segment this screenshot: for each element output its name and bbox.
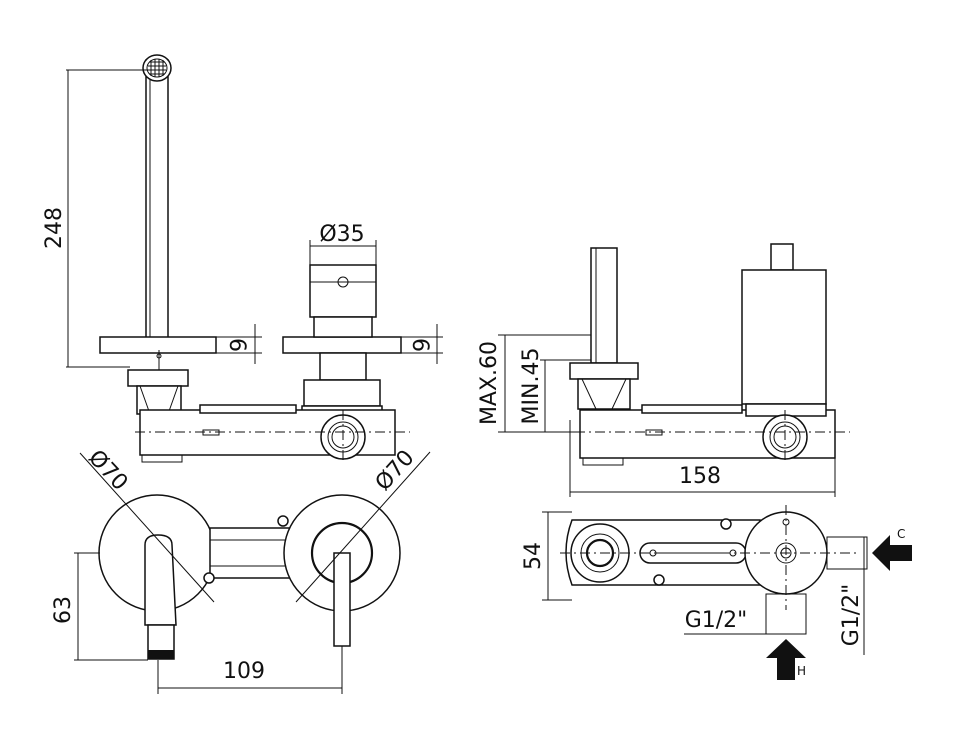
dim-54-label: 54 — [521, 542, 546, 570]
side-view: MAX.60 MIN.45 158 — [477, 243, 850, 497]
dim-g12-side: G1/2" — [839, 584, 864, 647]
side-mixer-body — [741, 269, 827, 405]
back-view: 54 G1/2" G1/2" C H — [521, 505, 912, 680]
dim-63-label: 63 — [51, 596, 76, 624]
mixer-lever — [333, 552, 351, 647]
hot-arrow — [766, 639, 806, 680]
hot-label: H — [797, 664, 806, 678]
mixer-cover-plate — [282, 336, 402, 354]
dim-plate-thickness-right: 6 — [407, 338, 432, 352]
dim-min45-label: MIN.45 — [519, 348, 544, 425]
dim-diam35-label: Ø35 — [319, 222, 364, 247]
side-spout — [590, 247, 618, 364]
top-view: Ø70 Ø70 63 109 — [51, 445, 431, 694]
dim-max60-label: MAX.60 — [477, 341, 502, 425]
front-elevation-view: 248 Ø35 6 6 — [42, 54, 443, 464]
spout-tube — [145, 59, 169, 351]
spout-top — [144, 534, 177, 626]
dim-plate-thickness-left: 6 — [224, 338, 249, 352]
spout-cover-plate — [99, 336, 217, 354]
dim-109-label: 109 — [223, 659, 265, 684]
dim-158-label: 158 — [679, 464, 721, 489]
mixer-handle — [309, 264, 377, 318]
cold-label: C — [897, 527, 905, 541]
dim-diam70-left: Ø70 — [83, 445, 132, 495]
dim-g12-bottom: G1/2" — [685, 608, 748, 633]
dim-248-label: 248 — [42, 207, 67, 249]
cold-arrow — [872, 535, 912, 571]
